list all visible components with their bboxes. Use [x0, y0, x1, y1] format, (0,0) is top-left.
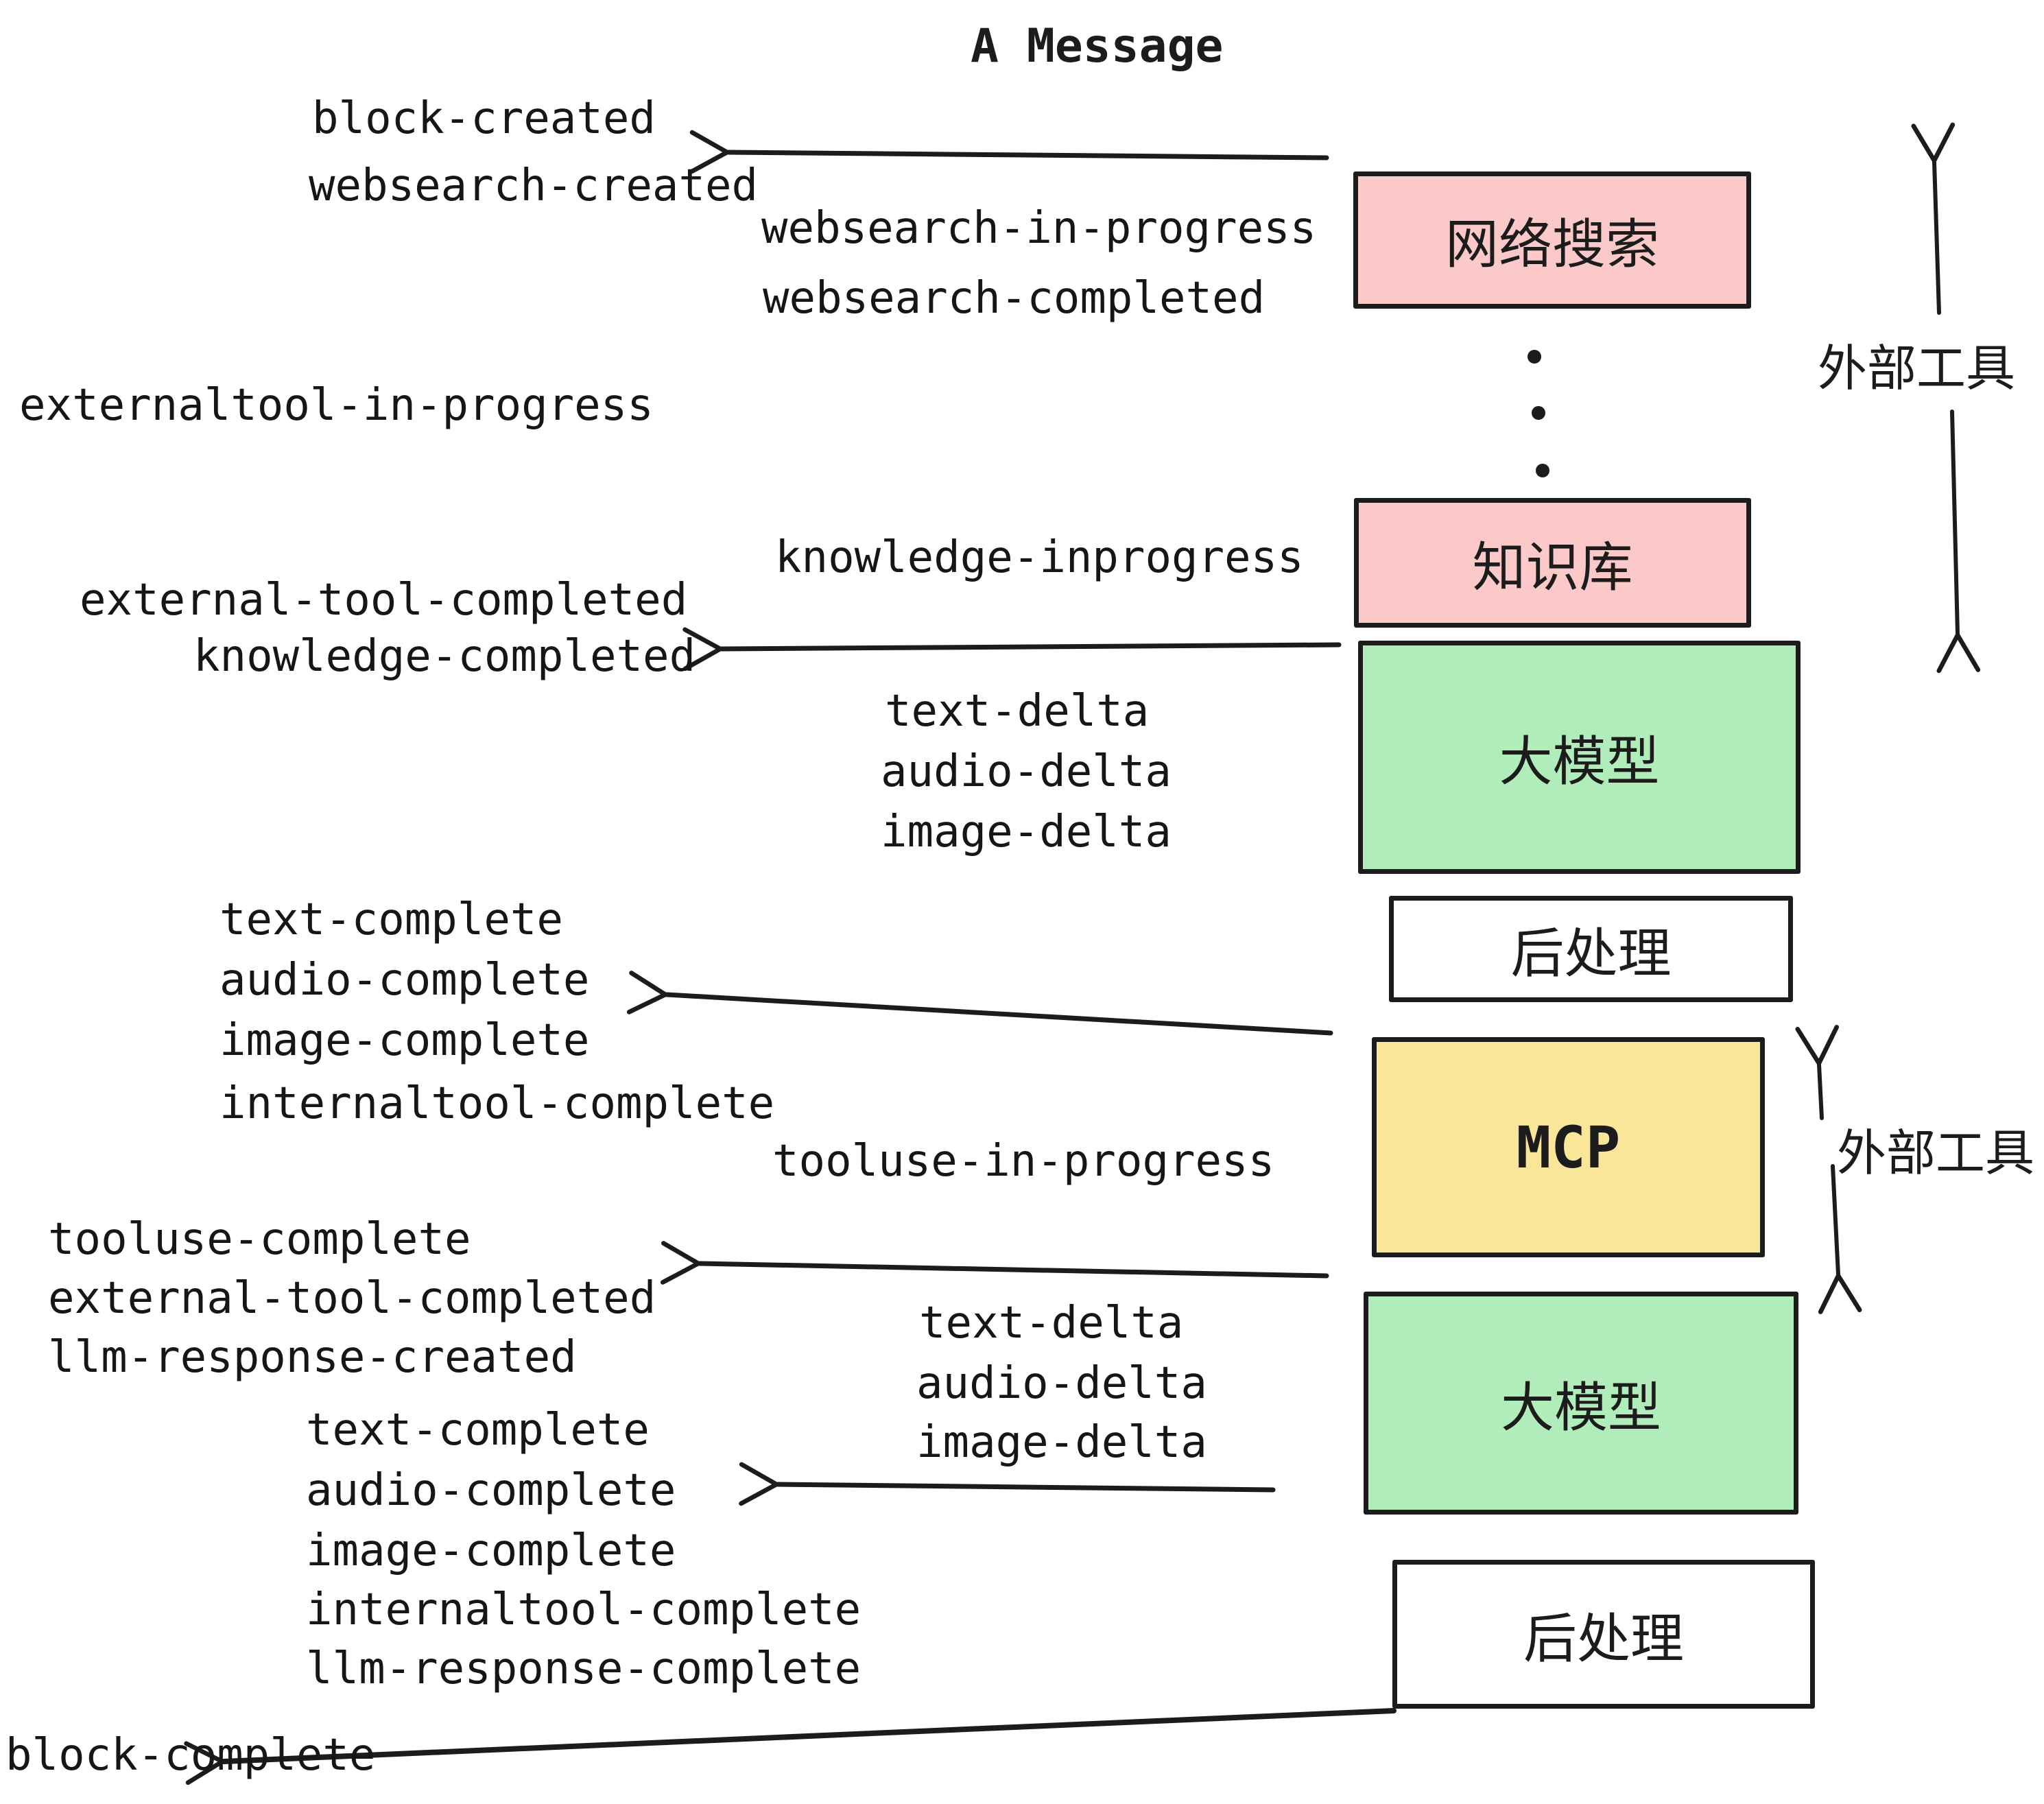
event-label-image-complete-top: image-complete [219, 1015, 590, 1066]
event-label-internaltool-complete-bottom: internaltool-complete [306, 1585, 861, 1635]
event-label-externaltool-in-progress: externaltool-in-progress [19, 380, 654, 431]
external-tools-top-label: 外部工具 [1818, 340, 2016, 397]
event-label-block-created: block-created [312, 93, 656, 144]
event-label-llm-response-complete: llm-response-complete [306, 1643, 861, 1694]
box-mcp-label: MCP [1516, 1113, 1621, 1181]
external-tools-top-up-arrow [1911, 122, 1956, 315]
external-tools-bottom-up-arrow [1795, 1025, 1840, 1120]
event-label-text-delta-top: text-delta [885, 686, 1150, 737]
box-websearch-label: 网络搜索 [1445, 214, 1659, 276]
diagram-title: A Message [971, 19, 1224, 73]
box-llm-bottom-label: 大模型 [1500, 1377, 1661, 1439]
event-label-websearch-in-progress: websearch-in-progress [761, 203, 1317, 254]
event-label-external-tool-completed-bottom: external-tool-completed [48, 1273, 656, 1324]
ellipsis-dot [1528, 350, 1541, 364]
event-label-internaltool-complete-top: internaltool-complete [219, 1078, 775, 1129]
box-mcp: MCP [1372, 1037, 1765, 1257]
event-label-audio-delta-top: audio-delta [881, 746, 1172, 797]
box-postprocess-bottom-label: 后处理 [1523, 1608, 1684, 1670]
event-label-image-delta-top: image-delta [881, 807, 1172, 857]
box-llm-top: 大模型 [1358, 641, 1801, 874]
box-knowledge: 知识库 [1354, 498, 1751, 628]
external-tools-bottom-down-arrow [1818, 1164, 1862, 1314]
event-label-external-tool-completed-top: external-tool-completed [80, 575, 688, 626]
box-postprocess-top: 后处理 [1389, 896, 1793, 1002]
external-tools-bottom-label: 外部工具 [1837, 1124, 2035, 1182]
box-postprocess-top-label: 后处理 [1510, 923, 1672, 985]
ellipsis-dot [1532, 406, 1545, 420]
box-llm-top-label: 大模型 [1499, 731, 1660, 793]
ellipsis-dot [1536, 464, 1549, 477]
event-label-tooluse-complete: tooluse-complete [48, 1214, 471, 1265]
event-label-llm-response-created: llm-response-created [48, 1332, 577, 1383]
event-label-text-complete-top: text-complete [219, 894, 563, 945]
arrow-to-knowledge-completed [682, 627, 1342, 672]
event-label-audio-complete-bottom: audio-complete [306, 1465, 676, 1516]
arrow-to-image-complete [626, 971, 1333, 1036]
event-label-websearch-completed: websearch-completed [763, 273, 1265, 324]
external-tools-top-down-arrow [1936, 410, 1981, 674]
arrow-websearch-to-block-created [689, 130, 1329, 174]
box-websearch: 网络搜索 [1353, 171, 1751, 309]
event-label-image-delta-bottom: image-delta [916, 1417, 1207, 1468]
box-llm-bottom: 大模型 [1364, 1292, 1798, 1515]
event-label-text-complete-bottom: text-complete [306, 1405, 650, 1456]
event-label-knowledge-inprogress: knowledge-inprogress [775, 532, 1304, 583]
arrow-to-audio-complete [739, 1462, 1276, 1506]
arrow-to-block-complete [184, 1708, 1397, 1785]
event-label-audio-complete-top: audio-complete [219, 955, 590, 1006]
event-label-audio-delta-bottom: audio-delta [916, 1358, 1207, 1409]
event-label-websearch-created: websearch-created [309, 161, 759, 211]
arrow-to-tooluse-complete [660, 1241, 1329, 1285]
event-label-image-complete-bottom: image-complete [306, 1526, 676, 1576]
event-label-knowledge-completed: knowledge-completed [193, 631, 696, 682]
event-label-text-delta-bottom: text-delta [919, 1298, 1184, 1349]
box-knowledge-label: 知识库 [1472, 536, 1633, 599]
event-label-block-complete: block-complete [5, 1730, 376, 1781]
event-label-tooluse-in-progress: tooluse-in-progress [772, 1136, 1275, 1187]
box-postprocess-bottom: 后处理 [1392, 1560, 1815, 1709]
